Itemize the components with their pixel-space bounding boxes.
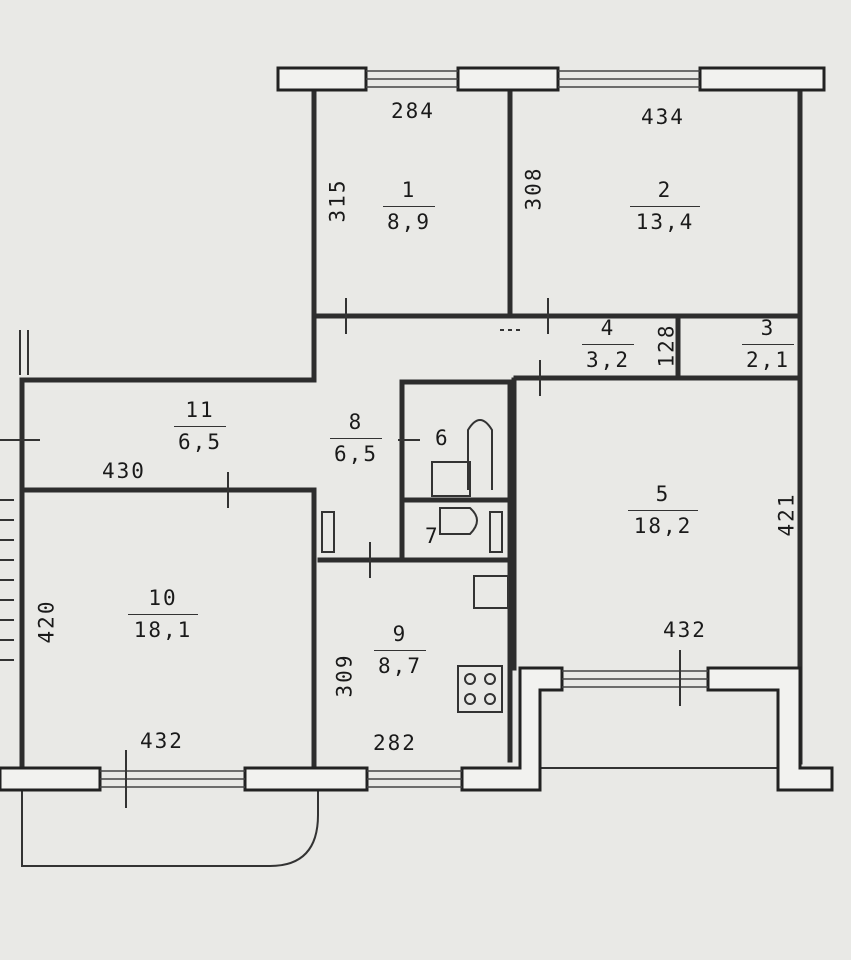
room-1-area: 8,9 (383, 206, 435, 233)
stair-stubs (0, 499, 14, 661)
toilet-icon (439, 507, 478, 535)
sink-icon (473, 575, 509, 609)
room-6-number: 6 (435, 426, 450, 450)
dim-room4-width: 128 (654, 323, 679, 368)
window-room5 (562, 670, 708, 688)
bottom-wall-seg-2 (243, 766, 369, 792)
bathtub-icon (467, 419, 493, 490)
room-9-area: 8,7 (374, 650, 426, 677)
room-2-label: 2 13,4 (630, 180, 700, 233)
dim-top-left: 284 (391, 99, 435, 123)
room-4-number: 4 (600, 316, 616, 340)
window-top-2 (558, 70, 700, 88)
window-bottom-2 (367, 770, 462, 788)
bottom-wall-seg-3 (460, 666, 564, 792)
room-10-area: 18,1 (128, 614, 198, 641)
room-10-label: 10 18,1 (128, 588, 198, 641)
door-marks (0, 298, 681, 808)
room-1-number: 1 (401, 178, 417, 202)
top-wall-seg-3 (698, 66, 826, 92)
walls (19, 89, 803, 771)
bottom-wall-seg-4 (706, 666, 834, 792)
room-8-number: 8 (348, 410, 364, 434)
fixtures (321, 419, 509, 713)
room-4-area: 3,2 (582, 344, 634, 371)
exterior-walls (0, 66, 834, 792)
left-balcony-outline (21, 790, 319, 867)
window-bottom-1 (100, 770, 245, 788)
bathroom-walls (399, 379, 513, 558)
top-wall-seg-2 (456, 66, 560, 92)
room-2-area: 13,4 (630, 206, 700, 233)
room-5-label: 5 18,2 (628, 484, 698, 537)
room-3-area: 2,1 (742, 344, 794, 371)
room-7-number: 7 (425, 524, 440, 548)
dim-room2-height: 308 (521, 166, 546, 211)
room-11-label: 11 6,5 (174, 400, 226, 453)
room-10-number: 10 (148, 586, 178, 610)
room-5-area: 18,2 (628, 510, 698, 537)
dim-room11-width: 430 (102, 459, 146, 483)
room-5-number: 5 (655, 482, 671, 506)
dim-room5-width: 432 (663, 618, 707, 642)
dim-room10-width: 432 (140, 729, 184, 753)
washbasin-icon (431, 461, 471, 497)
top-wall-seg-1 (276, 66, 368, 92)
room-3-label: 3 2,1 (742, 318, 794, 371)
dim-room9-height: 309 (332, 653, 357, 698)
thin-walls (19, 330, 800, 867)
room-9-label: 9 8,7 (374, 624, 426, 677)
dim-top-right: 434 (641, 105, 685, 129)
stove-icon (457, 665, 503, 713)
room-9-number: 9 (392, 622, 408, 646)
kitchen-stub (321, 511, 335, 553)
room-2-number: 2 (657, 178, 673, 202)
window-top-1 (366, 70, 458, 88)
bottom-wall-seg-1 (0, 766, 102, 792)
room-11-area: 6,5 (174, 426, 226, 453)
dim-room1-height: 315 (325, 178, 350, 223)
room-4-label: 4 3,2 (582, 318, 634, 371)
dim-room5-height: 421 (774, 492, 799, 537)
dim-room9-width: 282 (373, 731, 417, 755)
room-1-label: 1 8,9 (383, 180, 435, 233)
kitchen-stub-2 (489, 511, 503, 553)
room-8-area: 6,5 (330, 438, 382, 465)
windows (100, 70, 708, 788)
room-8-label: 8 6,5 (330, 412, 382, 465)
room-11-number: 11 (185, 398, 215, 422)
room-3-number: 3 (760, 316, 776, 340)
dim-room10-height: 420 (34, 599, 59, 644)
